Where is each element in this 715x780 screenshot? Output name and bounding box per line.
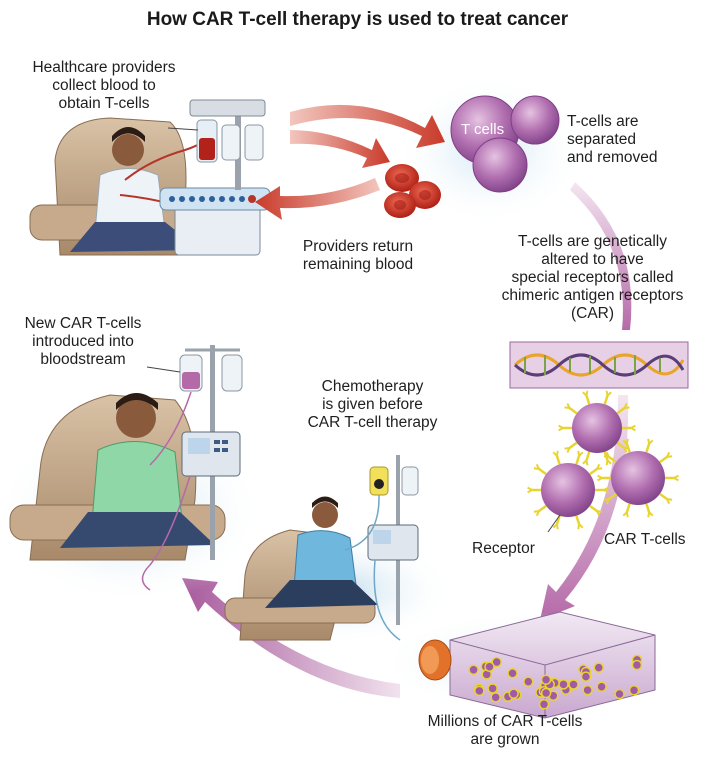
cultured-cell — [484, 661, 495, 673]
receptor-fork — [603, 455, 610, 458]
return-blood-label: Providers return remaining blood — [302, 238, 414, 273]
receptor-fork — [673, 474, 679, 479]
receptor-spike — [608, 455, 617, 464]
cultured-cell — [468, 664, 479, 676]
receptor-fork — [577, 450, 581, 456]
dna-helix-icon — [509, 341, 689, 389]
receptor-fork — [596, 510, 603, 513]
receptor-fork — [647, 438, 651, 444]
to-infusion-arrow — [182, 578, 400, 698]
return-blood-arrow — [255, 178, 380, 220]
receptor-spike — [538, 504, 547, 513]
receptor-fork — [606, 459, 612, 465]
receptor-spike — [555, 515, 561, 525]
receptor-spike — [585, 451, 591, 461]
cultured-cell — [593, 662, 604, 673]
receptor-fork — [648, 511, 654, 517]
receptor-spike — [659, 455, 668, 464]
receptor-spike — [616, 441, 626, 449]
receptor-fork — [605, 390, 609, 396]
cultured-cell — [474, 685, 485, 697]
receptor-spike — [575, 515, 581, 525]
receptor-spike — [645, 443, 651, 453]
receptor-fork — [533, 467, 540, 470]
receptor-fork — [566, 447, 571, 453]
t-cells-inline-label: T cells — [461, 121, 505, 138]
cultured-cell — [487, 683, 498, 694]
cultured-cell — [491, 656, 502, 668]
receptor-spike — [625, 443, 631, 453]
blood-collection-scene — [29, 99, 271, 256]
receptor-spike — [659, 492, 668, 501]
cultured-cell — [523, 676, 534, 687]
collect-blood-label: Healthcare providers collect blood to ob… — [32, 59, 176, 112]
receptor-spike — [585, 395, 591, 405]
receptor-label: Receptor — [472, 540, 535, 557]
receptor-fork — [596, 463, 601, 470]
receptor-fork — [585, 460, 589, 466]
receptor-fork — [622, 439, 628, 445]
receptor-fork — [630, 424, 636, 429]
receptor-spike — [568, 441, 578, 449]
to-separation-arrow — [290, 104, 445, 148]
receptor-fork — [535, 510, 540, 517]
cultured-cell — [538, 699, 550, 710]
receptor-fork — [558, 427, 564, 432]
to-engineering-arrow — [570, 182, 632, 330]
infusion-label: New CAR T-cells introduced into bloodstr… — [24, 315, 142, 368]
car-t-cells-label: CAR T-cells — [604, 531, 686, 548]
chemotherapy-scene — [224, 455, 419, 641]
receptor-fork — [605, 498, 610, 505]
receptor-fork — [666, 498, 673, 501]
receptor-fork — [578, 523, 584, 529]
receptor-spike — [589, 504, 598, 513]
receptor-leader — [547, 514, 561, 533]
receptor-fork — [625, 512, 629, 518]
receptor-fork — [603, 486, 609, 491]
cells-grown-label: Millions of CAR T-cells are grown — [427, 713, 583, 748]
separation-label: T-cells are separated and removed — [567, 113, 658, 166]
receptor-spike — [589, 467, 598, 476]
t-cells — [450, 95, 560, 193]
receptor-fork — [623, 403, 628, 409]
cultured-cell — [540, 687, 552, 699]
receptor-spike — [555, 455, 561, 465]
receptor-spike — [603, 395, 609, 405]
cultured-cell — [628, 685, 640, 696]
receptor-fork — [564, 406, 570, 410]
cultured-cell — [508, 688, 519, 699]
receptor-spike — [608, 492, 617, 501]
infusion-scene — [9, 345, 243, 591]
cultured-cell — [540, 674, 552, 685]
cultured-cell — [631, 659, 643, 671]
receptor-fork — [552, 451, 558, 457]
diagram-title: How CAR T-cell therapy is used to treat … — [146, 9, 569, 30]
receptor-spike — [645, 503, 651, 513]
receptor-spike — [616, 407, 626, 415]
to-blood-cells-arrow — [290, 130, 390, 168]
cultured-cell — [596, 681, 607, 692]
cultured-cell — [507, 668, 518, 679]
cultured-cell — [582, 684, 593, 696]
cultured-cell — [580, 671, 592, 682]
red-blood-cells — [384, 164, 441, 218]
receptor-fork — [582, 391, 588, 397]
cell-culture-flask-icon — [418, 611, 656, 719]
receptor-spike — [568, 407, 578, 415]
receptor-fork — [555, 524, 559, 530]
receptor-spike — [575, 455, 581, 465]
receptor-fork — [597, 477, 603, 482]
cultured-cell — [490, 692, 501, 703]
chemotherapy-label: Chemotherapy is given before CAR T-cell … — [307, 378, 438, 431]
receptor-fork — [527, 489, 533, 494]
cultured-cell — [568, 679, 579, 690]
cultured-cell — [558, 679, 569, 690]
receptor-spike — [625, 503, 631, 513]
cultured-cell — [614, 688, 625, 700]
genetic-alteration-label: T-cells are genetically altered to have … — [501, 233, 684, 322]
receptor-spike — [538, 467, 547, 476]
receptor-fork — [666, 451, 671, 458]
car-t-cells — [527, 390, 679, 530]
